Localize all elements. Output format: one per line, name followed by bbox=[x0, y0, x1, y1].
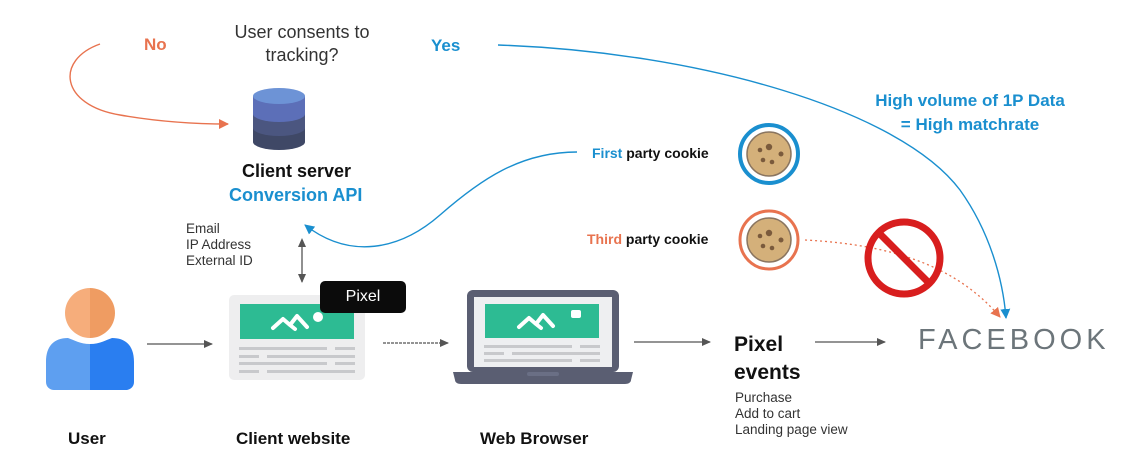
first-party-highlight: First bbox=[592, 145, 623, 161]
consent-question-line1: User consents to bbox=[234, 22, 370, 42]
third-party-cookie-label: Third party cookie bbox=[587, 231, 708, 247]
web-browser-label: Web Browser bbox=[480, 429, 589, 448]
database-icon bbox=[253, 88, 305, 150]
third-party-rest: party cookie bbox=[622, 231, 709, 247]
first-party-rest: party cookie bbox=[622, 145, 709, 161]
identifier-email: Email bbox=[186, 221, 220, 236]
first-party-cookie-icon bbox=[738, 123, 800, 185]
pixel-events-list: Purchase Add to cart Landing page view bbox=[735, 390, 848, 438]
third-party-cookie-icon bbox=[738, 209, 800, 271]
user-icon bbox=[46, 288, 134, 390]
conversion-api-label: Conversion API bbox=[229, 185, 363, 205]
pixel-event-item: Landing page view bbox=[735, 422, 848, 437]
first-party-cookie-label: First party cookie bbox=[592, 145, 709, 161]
match-note-line1: High volume of 1P Data bbox=[875, 91, 1065, 110]
identifier-ip-address: IP Address bbox=[186, 237, 252, 252]
user-label: User bbox=[68, 429, 106, 448]
no-label: No bbox=[144, 35, 167, 54]
prohibited-icon bbox=[864, 218, 944, 298]
third-party-highlight: Third bbox=[587, 231, 622, 247]
facebook-logo: FACEBOOK bbox=[918, 324, 1110, 356]
pixel-event-item: Purchase bbox=[735, 390, 793, 405]
laptop-icon bbox=[453, 290, 633, 384]
client-server-title: Client server bbox=[242, 161, 352, 181]
pixel-event-item: Add to cart bbox=[735, 406, 801, 421]
consent-question: User consents to tracking? bbox=[212, 21, 392, 67]
pixel-tag: Pixel bbox=[320, 281, 406, 313]
yes-label: Yes bbox=[431, 36, 461, 55]
pixel-events-title-line1: Pixel bbox=[734, 333, 784, 356]
client-website-label: Client website bbox=[236, 429, 351, 448]
consent-question-line2: tracking? bbox=[265, 45, 339, 65]
no-arrow bbox=[69, 43, 229, 129]
identifiers-list: Email IP Address External ID bbox=[186, 221, 253, 269]
pixel-events-title: Pixel events bbox=[734, 331, 801, 387]
webpage-icon bbox=[229, 295, 365, 380]
identifier-external-id: External ID bbox=[186, 253, 253, 268]
match-note-line2: = High matchrate bbox=[900, 115, 1040, 134]
webpage-dot-icon bbox=[313, 312, 323, 322]
match-note: High volume of 1P Data = High matchrate bbox=[850, 89, 1090, 137]
pixel-events-title-line2: events bbox=[734, 361, 801, 384]
